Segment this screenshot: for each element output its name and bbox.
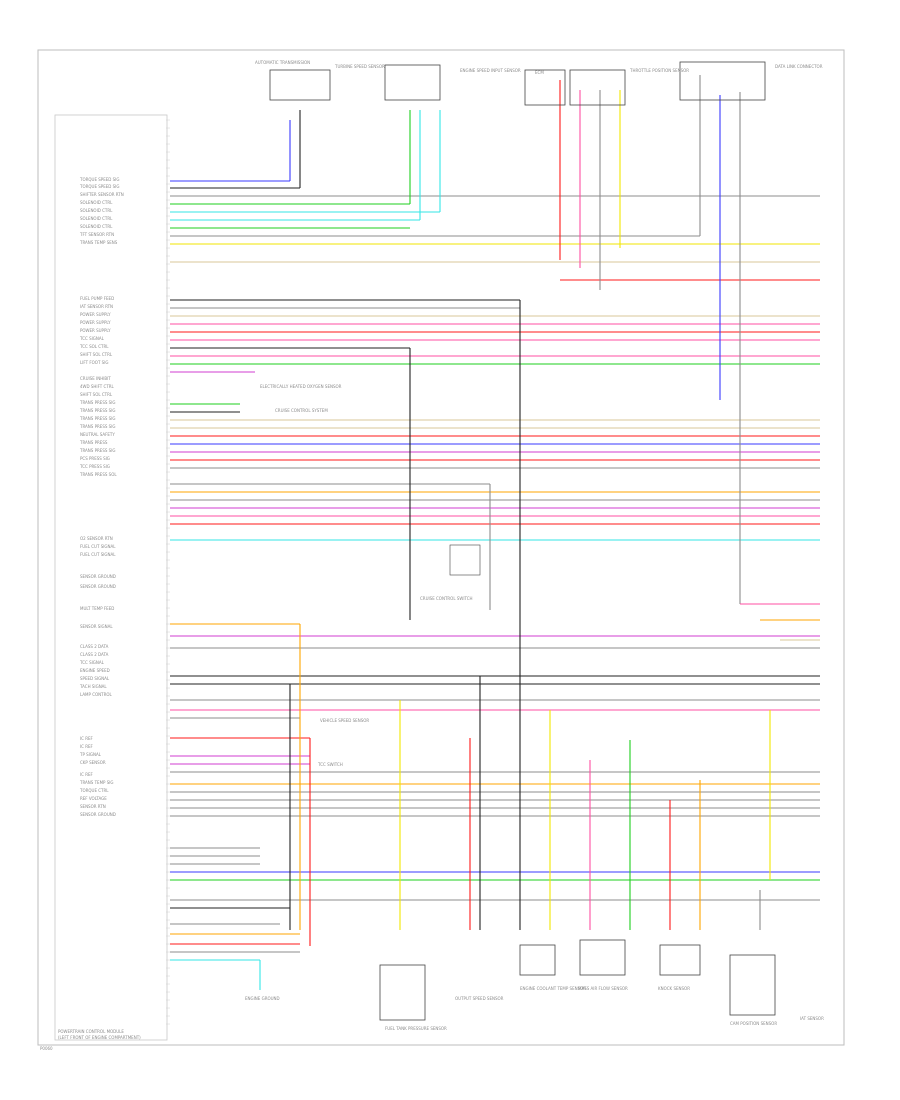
bottom-component-label: FUEL TANK PRESSURE SENSOR <box>385 1026 447 1031</box>
side-note: CRUISE CONTROL SYSTEM <box>275 408 328 413</box>
bottom-component <box>729 954 776 1016</box>
pcm-pin-label: 4WD SHIFT CTRL <box>80 384 115 389</box>
pcm-pin-label: SPEED SIGNAL <box>80 676 110 681</box>
pcm-pin-label: CLASS 2 DATA <box>80 644 109 649</box>
cruise-switch-label: CRUISE CONTROL SWITCH <box>420 596 473 601</box>
top-component-label: DATA LINK CONNECTOR <box>775 64 823 69</box>
pcm-pin-label: FUEL PUMP FEED <box>80 296 114 301</box>
top-component <box>679 61 766 101</box>
pcm-pin-label: POWER SUPPLY <box>80 320 111 325</box>
pcm-pin-label: POWER SUPPLY <box>80 312 111 317</box>
pcm-pin-label: O2 SENSOR RTN <box>80 536 113 541</box>
pcm-pin-label: SHIFT SOL CTRL <box>80 392 113 397</box>
bottom-component-label: OUTPUT SPEED SENSOR <box>455 996 504 1001</box>
bottom-component-label: IAT SENSOR <box>800 1016 824 1021</box>
pcm-pin-label: SENSOR GROUND <box>80 584 116 589</box>
pcm-pin-label: TRANS PRESS <box>79 440 108 445</box>
pcm-pin-label: SHIFT SOL CTRL <box>80 352 113 357</box>
pcm-pin-label: LAMP CONTROL <box>80 692 112 697</box>
pcm-pin-label: IC REF <box>80 736 94 741</box>
top-component <box>269 69 331 101</box>
pcm-pin-label: TORQUE SPEED SIG <box>79 177 119 182</box>
pcm-pin-label: TRANS PRESS SIG <box>79 448 116 453</box>
pcm-pin-label: PCS PRESS SIG <box>80 456 110 461</box>
bottom-component <box>379 964 426 1021</box>
bottom-component <box>659 944 701 976</box>
pcm-label: POWERTRAIN CONTROL MODULE <box>58 1029 124 1034</box>
bottom-component-label: KNOCK SENSOR <box>658 986 690 991</box>
pcm-pin-label: SHIFTER SENSOR RTN <box>80 192 124 197</box>
pcm-pin-label: IAT SENSOR RTN <box>80 304 113 309</box>
pcm-pin-label: TRANS TEMP SIG <box>79 780 114 785</box>
pcm-pin-label: SOLENOID CTRL <box>80 224 113 229</box>
pcm-pin-label: TCC SOL CTRL <box>79 344 109 349</box>
pcm-pin-label: SOLENOID CTRL <box>80 216 113 221</box>
pcm-pin-label: IC REF <box>80 744 94 749</box>
pcm-pin-label: SENSOR RTN <box>80 804 106 809</box>
top-component-label: AUTOMATIC TRANSMISSION <box>255 60 310 65</box>
diagram-border <box>37 49 845 1046</box>
pcm-pin-label: NEUTRAL SAFETY <box>80 432 115 437</box>
pcm-pin-label: TACH SIGNAL <box>79 684 107 689</box>
pcm-pin-label: TRANS PRESS SOL <box>79 472 117 477</box>
pcm-location: (LEFT FRONT OF ENGINE COMPARTMENT) <box>58 1035 141 1040</box>
top-component-label: TURBINE SPEED SENSOR <box>334 64 385 69</box>
figure-code: P0060 <box>40 1046 53 1051</box>
powertrain-control-module: TORQUE SPEED SIG TORQUE SPEED SIG SHIFTER … <box>40 114 170 1051</box>
pcm-pin-label: TORQUE CTRL <box>79 788 109 793</box>
bottom-component-label: ENGINE COOLANT TEMP SENSOR <box>520 986 586 991</box>
pcm-pin-label: SOLENOID CTRL <box>80 208 113 213</box>
pcm-pin-label: TRANS PRESS SIG <box>79 424 116 429</box>
pcm-pin-label: POWER SUPPLY <box>80 328 111 333</box>
bottom-component-label: ENGINE GROUND <box>245 996 280 1001</box>
components: AUTOMATIC TRANSMISSION TURBINE SPEED SENS… <box>245 60 824 1031</box>
side-note: ELECTRICALLY HEATED OXYGEN SENSOR <box>260 384 342 389</box>
bottom-component <box>519 944 556 976</box>
pcm-pin-label: REF VOLTAGE <box>80 796 107 801</box>
pcm-pin-label: TRANS PRESS SIG <box>79 400 116 405</box>
pcm-pin-label: TRANS PRESS SIG <box>79 416 116 421</box>
pcm-pin-label: TCC SIGNAL <box>79 336 105 341</box>
pcm-pin-label: TCC SIGNAL <box>79 660 105 665</box>
pcm-pin-label: SOLENOID CTRL <box>80 200 113 205</box>
pcm-pin-label: CRUISE INHIBIT <box>80 376 111 381</box>
pcm-pin-label: CKP SENSOR <box>80 760 106 765</box>
pcm-pin-label: MULT TEMP FEED <box>80 606 114 611</box>
pcm-pin-label: ENGINE SPEED <box>80 668 110 673</box>
top-component <box>524 69 566 106</box>
pcm-pin-label: FUEL CUT SIGNAL <box>80 544 116 549</box>
pcm-pin-label: TRANS TEMP SENS <box>79 240 118 245</box>
pcm-pin-label: TORQUE SPEED SIG <box>79 184 119 189</box>
cruise-switch <box>449 544 481 576</box>
wire-harness <box>170 75 820 990</box>
bottom-component-label: MASS AIR FLOW SENSOR <box>578 986 628 991</box>
pcm-pin-label: TCC PRESS SIG <box>79 464 110 469</box>
top-component <box>384 64 441 101</box>
bottom-component <box>579 939 626 976</box>
pcm-pin-label: TFT SENSOR RTN <box>79 232 114 237</box>
side-note: VEHICLE SPEED SENSOR <box>320 718 369 723</box>
top-component <box>569 69 626 106</box>
top-component-label: ECM <box>535 70 544 75</box>
pcm-pin-label: SENSOR GROUND <box>80 812 116 817</box>
pcm-pin-label: TP SIGNAL <box>79 752 102 757</box>
pcm-pin-label: IC REF <box>80 772 94 777</box>
pcm-pin-label: LIFT FOOT SIG <box>80 360 108 365</box>
pcm-pin-label: TRANS PRESS SIG <box>79 408 116 413</box>
bottom-component-label: CAM POSITION SENSOR <box>730 1021 777 1026</box>
side-note: TCC SWITCH <box>317 762 343 767</box>
pcm-pin-label: FUEL CUT SIGNAL <box>80 552 116 557</box>
pcm-pin-label: SENSOR GROUND <box>80 574 116 579</box>
top-component-label: THROTTLE POSITION SENSOR <box>629 68 689 73</box>
top-component-label: ENGINE SPEED INPUT SENSOR <box>460 68 521 73</box>
pcm-pin-label: CLASS 2 DATA <box>80 652 109 657</box>
pcm-pin-label: SENSOR SIGNAL <box>80 624 113 629</box>
